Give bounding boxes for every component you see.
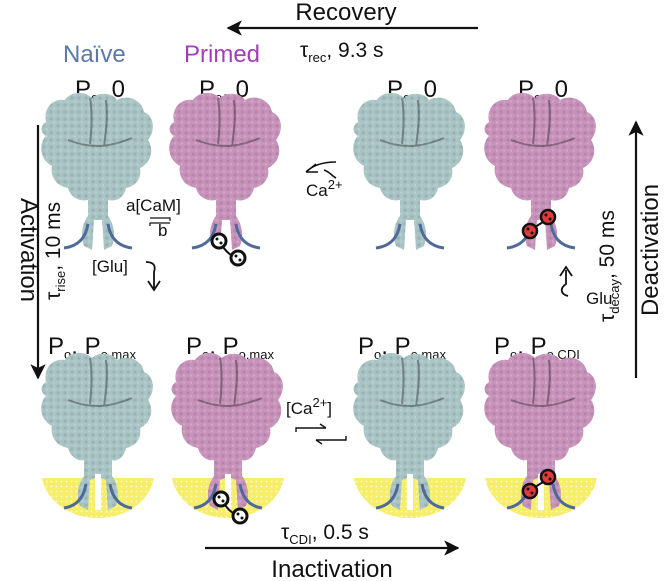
ca-concentration-label: [Ca2+]: [286, 395, 332, 418]
cam-unbinding-rate: b: [158, 221, 167, 240]
glu-binding-arrow-icon: [145, 261, 161, 292]
receptor-primed-active: [170, 351, 284, 525]
glu-label: Glu: [586, 289, 612, 308]
activation-label: Activation: [15, 198, 42, 302]
cam-binding-rate: a[CaM]: [126, 196, 181, 215]
receptor-primed-inactivated: [483, 351, 597, 512]
receptor-primed-resting: [168, 91, 282, 267]
inactivation-label: Inactivation: [271, 556, 392, 581]
receptor-naive-resting: [40, 91, 154, 252]
receptor-naive-recovering: [352, 91, 466, 252]
receptor-naive-active: [40, 351, 154, 512]
deactivation-label: Deactivation: [637, 184, 664, 316]
recovery-label: Recovery: [295, 0, 396, 26]
recovery-time-constant: τrec, 9.3 s: [300, 39, 384, 65]
cam-ca-bound-icon-active: [521, 468, 557, 500]
ca-ion-label: Ca2+: [306, 177, 343, 200]
cam-bound-icon-active: [212, 490, 249, 525]
svg-text:Po, Po,max: Po, Po,max: [48, 333, 136, 362]
equilibrium-arrows-icon: [149, 217, 171, 226]
receptor-naive-active-2: [352, 351, 466, 512]
ca-equilibrium-arrows-icon: [295, 423, 347, 445]
inactivation-time-constant: τCDI, 0.5 s: [281, 521, 369, 547]
cam-ca-bound-icon: [521, 208, 557, 240]
primed-column-label: Primed: [184, 41, 260, 68]
state-label-bottom-1: Po, Po,max: [48, 333, 136, 362]
glu-unbinding-arrow-icon: [559, 265, 573, 297]
receptor-primed-deactivated: [483, 91, 597, 252]
glu-concentration-label: [Glu]: [92, 257, 128, 276]
deactivation-time-constant: τdecay, 50 ms: [596, 210, 622, 322]
naive-column-label: Naïve: [63, 41, 126, 68]
cam-bound-icon: [210, 232, 247, 267]
activation-time-constant: τrise, 10 ms: [42, 202, 68, 300]
ca-release-arrow-icon: [305, 161, 337, 179]
